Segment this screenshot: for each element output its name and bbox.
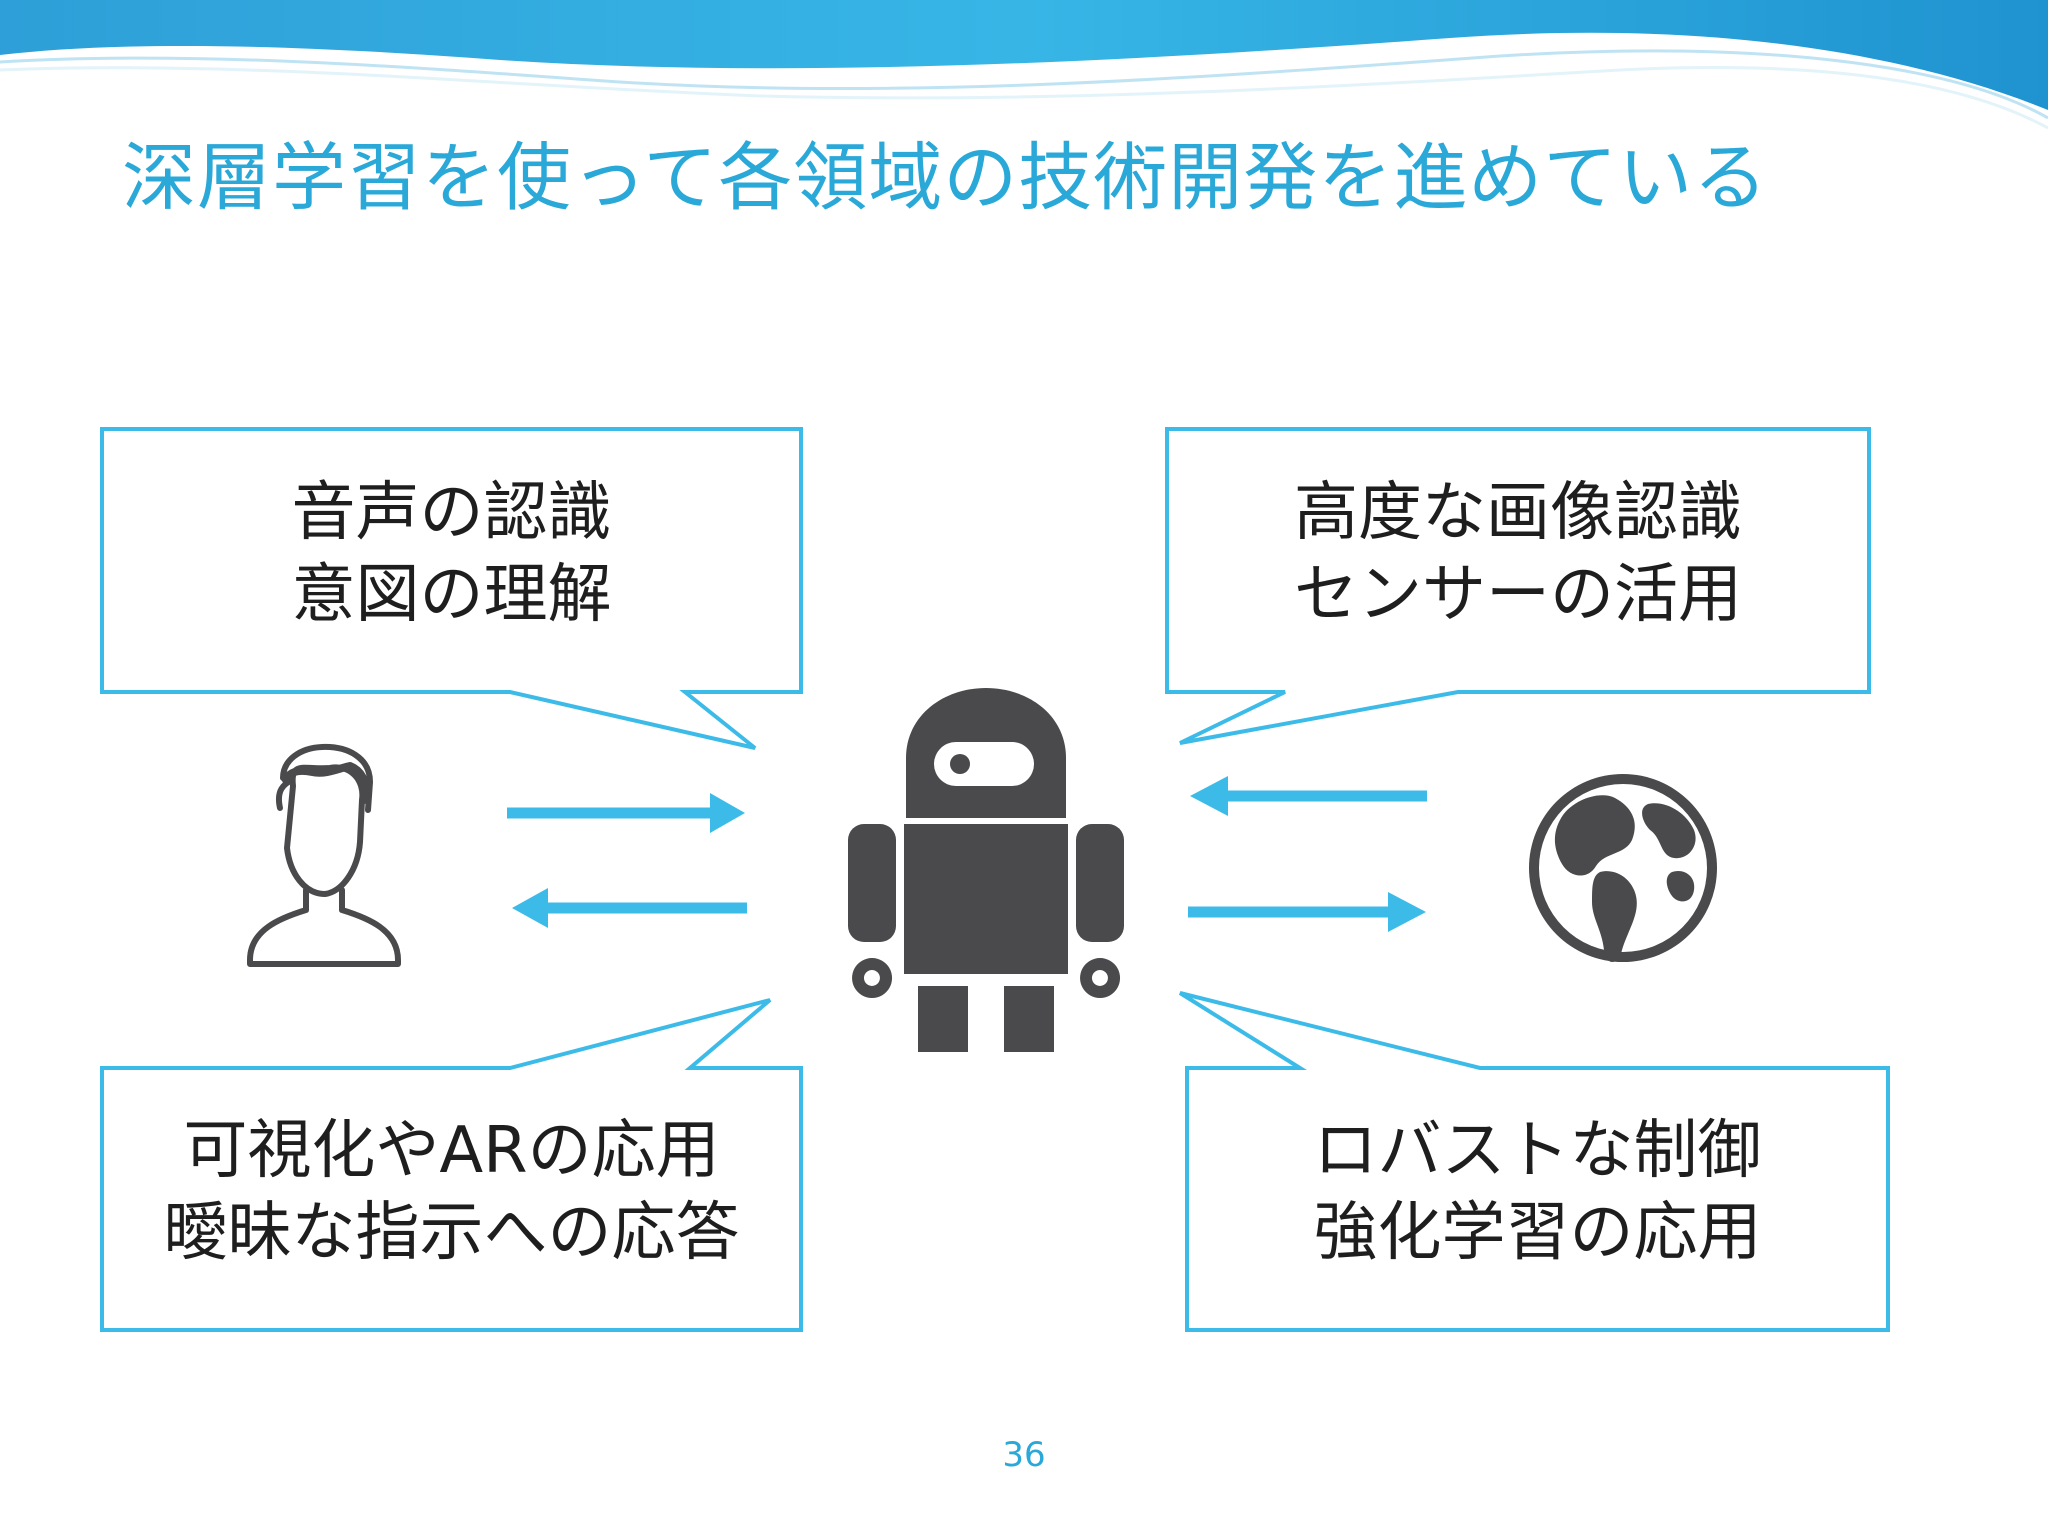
callout-bottom-left-box [100,998,803,1332]
callout-bottom-right-line1: ロバストな制御 [1313,1114,1762,1188]
globe-icon [1529,774,1717,962]
slide-title: 深層学習を使って各領域の技術開発を進めている [122,135,1769,221]
callout-top-left-line1: 音声の認識 [291,476,612,550]
page-number: 36 [1002,1435,1046,1475]
callout-bottom-left-text: 可視化やARの応用 曖昧な指示への応答 [102,1110,801,1274]
callout-bottom-left-line2: 曖昧な指示への応答 [163,1196,740,1270]
callout-bottom-left-line1: 可視化やARの応用 [183,1114,720,1188]
callout-top-left-text: 音声の認識 意図の理解 [102,472,801,636]
callout-bottom-right-box [1178,991,1890,1332]
callout-top-right-text: 高度な画像認識 センサーの活用 [1167,472,1869,636]
arrow-right-to-robot [507,793,745,833]
person-icon [247,743,401,967]
header-wave-banner [0,0,2048,130]
callout-bottom-right-line2: 強化学習の応用 [1313,1196,1762,1270]
arrow-right-to-world [1188,892,1426,932]
robot-icon [848,688,1124,1052]
callout-top-left-box [100,427,803,750]
arrow-left-to-person [512,888,747,928]
callout-top-right-box [1165,427,1871,745]
callout-bottom-right-text: ロバストな制御 強化学習の応用 [1187,1110,1888,1274]
callout-top-right-line1: 高度な画像認識 [1294,476,1742,550]
callout-top-right-line2: センサーの活用 [1294,558,1742,632]
arrow-left-to-robot [1190,776,1427,816]
callout-top-left-line2: 意図の理解 [291,558,612,632]
